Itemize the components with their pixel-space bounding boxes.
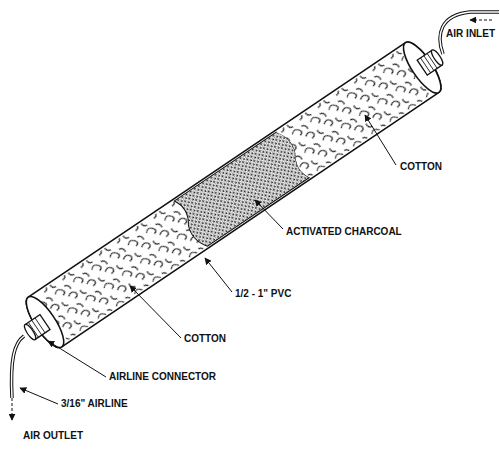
- part-label: AIR OUTLET: [22, 430, 84, 442]
- part-label: ACTIVATED CHARCOAL: [285, 226, 403, 238]
- part-label: AIRLINE CONNECTOR: [108, 371, 217, 383]
- part-label: 3/16" AIRLINE: [60, 398, 129, 410]
- part-label: COTTON: [183, 333, 227, 345]
- pvc-tube: [11, 31, 457, 359]
- part-label: 1/2 - 1" PVC: [234, 288, 292, 300]
- part-label: AIR INLET: [445, 28, 496, 40]
- part-label: COTTON: [399, 161, 443, 173]
